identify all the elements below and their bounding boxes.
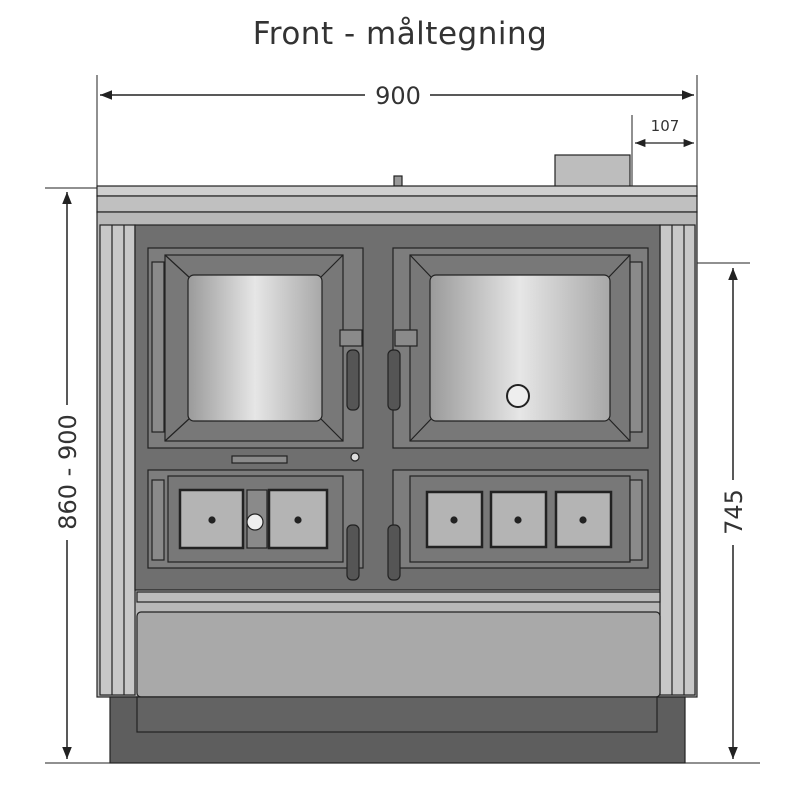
side-strip-right: [659, 224, 696, 696]
top-knob: [393, 175, 403, 187]
top-rail: [96, 185, 698, 197]
dimension-door-height-label: 745: [720, 489, 748, 535]
oven-door-right[interactable]: [387, 247, 649, 449]
door-handle-right: [387, 349, 401, 411]
thermometer-icon: [506, 384, 530, 408]
firebox-handle-right: [387, 524, 401, 581]
oven-window-right: [429, 274, 611, 422]
firebox-door-right[interactable]: [387, 469, 649, 581]
flue-outlet: [554, 154, 631, 189]
damper-lever: [231, 455, 288, 464]
stove: [96, 154, 698, 764]
oven-window-left: [187, 274, 323, 422]
oven-door-left[interactable]: [147, 247, 364, 449]
dimension-width: [96, 75, 698, 188]
page-title: Front - måltegning: [252, 16, 548, 52]
door-handle-left: [346, 349, 360, 411]
drawer[interactable]: [136, 611, 661, 698]
firebox-door-left[interactable]: [147, 469, 364, 581]
side-strip-left: [99, 224, 136, 696]
air-vent-knob: [246, 513, 264, 531]
dimension-height-label: 860 - 900: [54, 414, 82, 530]
dimension-flue-offset-label: 107: [651, 117, 680, 135]
firebox-handle-left: [346, 524, 360, 581]
dimension-width-label: 900: [375, 82, 421, 110]
towel-rail: [136, 591, 661, 603]
